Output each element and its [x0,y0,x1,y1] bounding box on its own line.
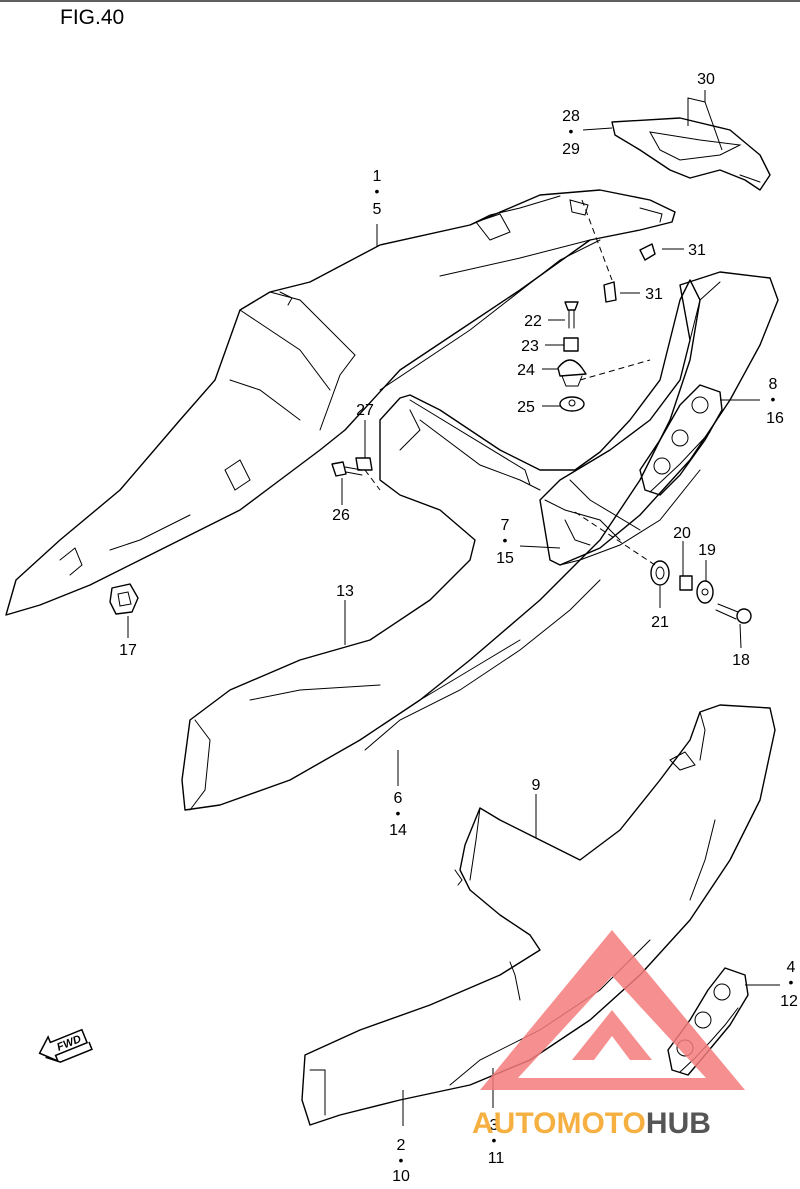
callout-c3: 30 [697,71,715,88]
callout-label: 1 [373,168,382,185]
callout-label: 12 [780,993,798,1010]
callout-label: 30 [697,71,715,88]
callout-label: 27 [356,402,374,419]
screw-31a-icon [639,243,656,261]
callout-label: 20 [673,525,691,542]
callout-c15: 19 [698,542,716,559]
screw-31b-icon [603,281,617,303]
callout-label: 2 [397,1137,406,1154]
callout-label: 26 [332,507,350,524]
grab-rail [611,117,771,191]
callout-separator-dot: • [503,532,508,548]
callout-c14: 20 [673,525,691,542]
callout-c5: 31 [645,286,663,303]
callout-c11: 27 [356,402,374,419]
callout-c13: 7 • 15 [496,517,514,567]
callout-label: 29 [562,141,580,158]
callout-separator-dot: • [569,123,574,139]
logo-inner-mark-icon [572,1010,652,1060]
callout-c8: 24 [517,362,535,379]
callout-c12: 26 [332,507,350,524]
callout-label: 3 [490,1117,499,1134]
callout-c19: 13 [336,583,354,600]
callout-label: 14 [389,822,407,839]
emblem-plate-upper [639,384,723,496]
callout-label: 15 [496,550,514,567]
callout-label: 8 [769,376,778,393]
callout-c17: 18 [732,652,750,669]
logo-text-hub: HUB [646,1107,711,1140]
logo-triangle-icon [480,930,745,1090]
callout-c2: 28 • 29 [562,108,580,158]
seat-tail-cover [5,189,676,616]
automotohub-logo: AUTOMOTOHUB [472,930,745,1140]
callout-label: 6 [394,790,403,807]
callout-c23: 2 • 10 [392,1137,410,1185]
side-frame-cover-upper [181,279,701,811]
callout-c7: 23 [521,338,539,355]
callout-c24: 3 • 11 [488,1117,505,1167]
washer-19-icon [696,580,714,604]
callout-c9: 25 [517,399,535,416]
tail-cover-right [539,271,779,566]
callout-separator-dot: • [492,1132,497,1148]
callout-separator-dot: • [396,805,401,821]
callout-c10: 8 • 16 [766,376,784,427]
callout-label: 25 [517,399,535,416]
logo-text: AUTOMOTOHUB [472,1107,711,1140]
figure-title: FIG.40 [60,6,124,29]
fwd-arrow-badge: FWD [38,1028,93,1063]
callout-c6: 22 [524,313,542,330]
callout-c16: 21 [651,614,669,631]
callout-c1: 1 • 5 [373,168,382,218]
grommet-17-icon [109,583,139,615]
bolt-18-icon [715,603,752,624]
collar-23-icon [563,337,579,352]
callout-c21: 9 [532,777,541,794]
callout-label: 24 [517,362,535,379]
washer-25-icon [559,396,585,412]
callout-c18: 17 [119,642,137,659]
grommet-24-icon [557,359,587,387]
callout-label: 4 [787,959,796,976]
callout-label: 22 [524,313,542,330]
callout-label: 7 [501,517,510,534]
callout-label: 11 [488,1150,505,1167]
callout-label: 28 [562,108,580,125]
callout-separator-dot: • [789,974,794,990]
callout-separator-dot: • [375,183,380,199]
clip-27-icon [355,457,373,471]
callout-label: 13 [336,583,354,600]
callout-label: 5 [373,201,382,218]
callout-label: 10 [392,1168,410,1184]
callout-c20: 6 • 14 [389,790,407,839]
callout-separator-dot: • [399,1152,404,1168]
leader-lines [127,90,780,1126]
callout-separator-dot: • [771,391,776,407]
logo-text-automoto: AUTOMOTO [472,1107,646,1140]
callout-c4: 31 [688,242,706,259]
callout-label: 31 [688,242,706,259]
callout-label: 31 [645,286,663,303]
callout-label: 9 [532,777,541,794]
grommet-21-icon [650,560,670,586]
callout-label: 18 [732,652,750,669]
callout-label: 23 [521,338,539,355]
callout-label: 16 [766,410,784,427]
collar-20-icon [679,575,693,591]
screw-22-icon [564,301,579,329]
callout-c22: 4 • 12 [780,959,798,1010]
callout-label: 21 [651,614,669,631]
callout-label: 19 [698,542,716,559]
emblem-plate-lower [667,967,749,1076]
callout-label: 17 [119,642,137,659]
